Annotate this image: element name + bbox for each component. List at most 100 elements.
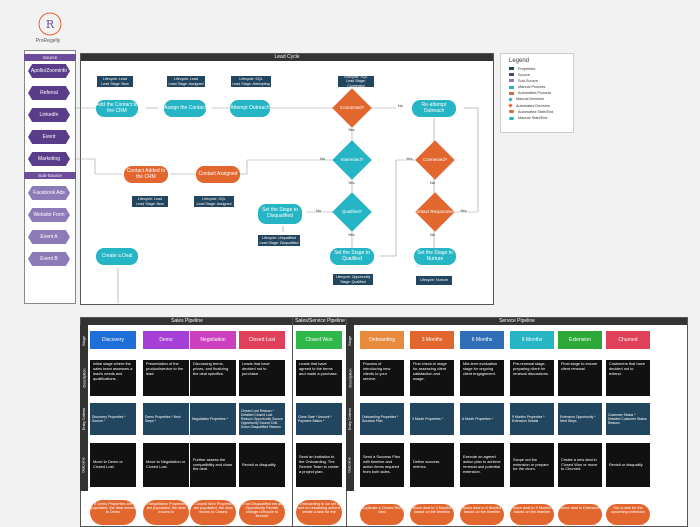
decision-qualified[interactable]: Qualified? [341, 208, 363, 214]
step-set-disqualified[interactable]: Set the Stage to Disqualified [258, 204, 302, 224]
stage-onboarding[interactable]: Onboarding [360, 331, 404, 349]
stage-closed-won[interactable]: Closed Won [296, 331, 342, 349]
stage-9-months[interactable]: 9 Months [510, 331, 554, 349]
label-no-2: No [320, 156, 326, 161]
source-referral[interactable]: Referral [28, 86, 70, 100]
auto-closed-won: If Onboarding is not set up and no remai… [296, 500, 342, 525]
legend-label: Automated Decision [516, 103, 550, 108]
stage-negotiation[interactable]: Negotiation [190, 331, 236, 349]
stage-3-months[interactable]: 3 Months [410, 331, 454, 349]
entry-extension: Extension Opportunity * Next Steps [558, 403, 602, 435]
outcome-demo: Move to Negotiation or Closed Lost. [143, 443, 189, 487]
legend-swatch [508, 103, 513, 108]
prop-sql-attempting: Lifecycle: SQL Lead Stage: Attempting [231, 76, 271, 87]
desc-3-months: First check-in stage for assessing clien… [410, 360, 454, 396]
legend-swatch [509, 110, 514, 114]
step-set-qualified[interactable]: Set the Stage to Qualified [330, 248, 374, 265]
outcome-negotiation: Further assess the compatibility and clo… [190, 443, 236, 487]
step-add-contact[interactable]: Add the Contact to the CRM [96, 100, 138, 117]
legend-swatch [509, 116, 514, 120]
entry-churned: Customer Status * Detailed Customer Stat… [606, 403, 650, 435]
entry-9-months: 9 Months Properties * Extension Details [510, 403, 554, 435]
label-yes-5: Yes [460, 208, 467, 213]
subsource-event-b[interactable]: Event B [28, 252, 70, 266]
label-yes-1: Yes [348, 127, 355, 132]
row-label-entry-2: Entry Criteria [346, 399, 354, 439]
stage-discovery[interactable]: Discovery [90, 331, 136, 349]
subsource-header: Sub-Source [24, 172, 76, 179]
sales-service-title: Sales/Service Pipeline [293, 318, 347, 325]
stage-6-months[interactable]: 6 Months [460, 331, 504, 349]
step-attempt-outreach[interactable]: Attempt Outreach [230, 100, 270, 117]
stage-churned[interactable]: Churned [606, 331, 650, 349]
step-contact-added[interactable]: Contact Added to the CRM [124, 166, 168, 183]
legend-panel: Legend Properties Source Sub-Source Manu… [500, 53, 574, 133]
outcome-9-months: Scope out the extension or prepare for t… [510, 443, 554, 487]
legend-item: Automated Decision [508, 103, 573, 108]
row-label-stage: Stage [80, 325, 88, 357]
step-assign-contact[interactable]: Assign the Contact [164, 100, 206, 117]
desc-closed-won: Leads that have agreed to the terms and … [296, 360, 342, 396]
source-header: Source [24, 54, 76, 61]
decision-interested[interactable]: Interested? [340, 156, 364, 162]
outcome-churned: Revisit or disqualify. [606, 443, 650, 487]
svg-text:R: R [46, 18, 55, 31]
legend-label: Automated Start/End [518, 109, 554, 114]
auto-onboarding: Duplicate a Closed Won deal [360, 504, 404, 525]
prop-opportunity-qualified: Lifecycle: Opportunity Stage: Qualified [333, 274, 373, 285]
legend-label: Properties [518, 66, 536, 71]
label-yes-4: Yes [348, 232, 355, 237]
stage-closed-lost[interactable]: Closed Lost [239, 331, 285, 349]
decision-responsive[interactable]: Contact Responsive? [413, 208, 457, 214]
outcome-closed-lost: Revisit or disqualify. [239, 443, 285, 487]
auto-9-months: Move deal to 9 Months based on the timel… [510, 504, 554, 525]
row-label-outcome: Outcome [80, 439, 88, 491]
entry-discovery: Discovery Properties * Source * [90, 403, 136, 435]
subsource-facebook-ads[interactable]: Facebook Ads [28, 186, 70, 200]
legend-item: Manual Process [509, 85, 573, 90]
subsource-website-form[interactable]: Website Form [28, 208, 70, 222]
prop-lead-assigned: Lifecycle: Lead Lead Stage: Assigned [167, 76, 205, 87]
legend-swatch [509, 67, 514, 70]
entry-onboarding: Onboarding Properties * Success Plan [360, 403, 404, 435]
row-label-entry: Entry Criteria [80, 399, 88, 439]
source-event[interactable]: Event [28, 130, 70, 144]
prop-nurture: Lifecycle: Nurture [416, 276, 452, 285]
legend-label: Automated Process [518, 91, 552, 96]
legend-item: Manual Decision [508, 97, 573, 102]
auto-closed-lost: If not Disqualified set an Opportunity R… [239, 500, 285, 525]
desc-9-months: Pre-renewal stage, preparing client for … [510, 360, 554, 396]
decision-connected-2[interactable]: Connected? [422, 156, 448, 162]
step-set-nurture[interactable]: Set the Stage to Nurture [414, 248, 456, 265]
stage-extension[interactable]: Extension [558, 331, 602, 349]
legend-swatch [509, 79, 514, 83]
step-create-deal[interactable]: Create a Deal [96, 248, 138, 265]
step-contact-assigned[interactable]: Contact Assigned [196, 166, 240, 183]
source-linkedin[interactable]: LinkedIn [28, 108, 70, 122]
stage-demo[interactable]: Demo [143, 331, 189, 349]
label-yes-3: Yes [406, 156, 413, 161]
prop-lead-new-2: Lifecycle: Lead Lead Stage: New [132, 196, 168, 207]
entry-closed-won: Close Date * Amount * Payment Status * [296, 403, 342, 435]
source-marketing[interactable]: Marketing [28, 152, 70, 166]
legend-item: Automated Process [509, 91, 573, 96]
legend-swatch [509, 73, 514, 77]
step-reattempt-outreach[interactable]: Re-attempt Outreach [412, 100, 456, 117]
prop-sql-assigned: Lifecycle: SQL Lead Stage: Assigned [194, 196, 234, 207]
desc-closed-lost: Leads that have decided not to purchase. [239, 360, 285, 396]
legend-item: Source [509, 72, 573, 77]
subsource-event-a[interactable]: Event A [28, 230, 70, 244]
legend-label: Manual Start/End [518, 116, 548, 120]
service-pipeline-title: Service Pipeline [347, 318, 687, 325]
decision-connected[interactable]: Connected? [339, 104, 365, 110]
legend-swatch [508, 97, 513, 102]
prop-lead-new: Lifecycle: Lead Lead Stage: New [97, 76, 133, 87]
brand-name: ProRegelly [35, 38, 61, 44]
legend-swatch [509, 91, 514, 95]
auto-6-months: Move deal to 6 Months based on the timel… [460, 504, 504, 525]
desc-negotiation: Discussing terms, prices, and finalizing… [190, 360, 236, 396]
source-apollo[interactable]: Apollo/Zoominfo [28, 64, 70, 78]
entry-negotiation: Negotiation Properties * [190, 403, 236, 435]
desc-churned: Customers that have decided not to exten… [606, 360, 650, 396]
entry-3-months: 3 Month Properties * [410, 403, 454, 435]
